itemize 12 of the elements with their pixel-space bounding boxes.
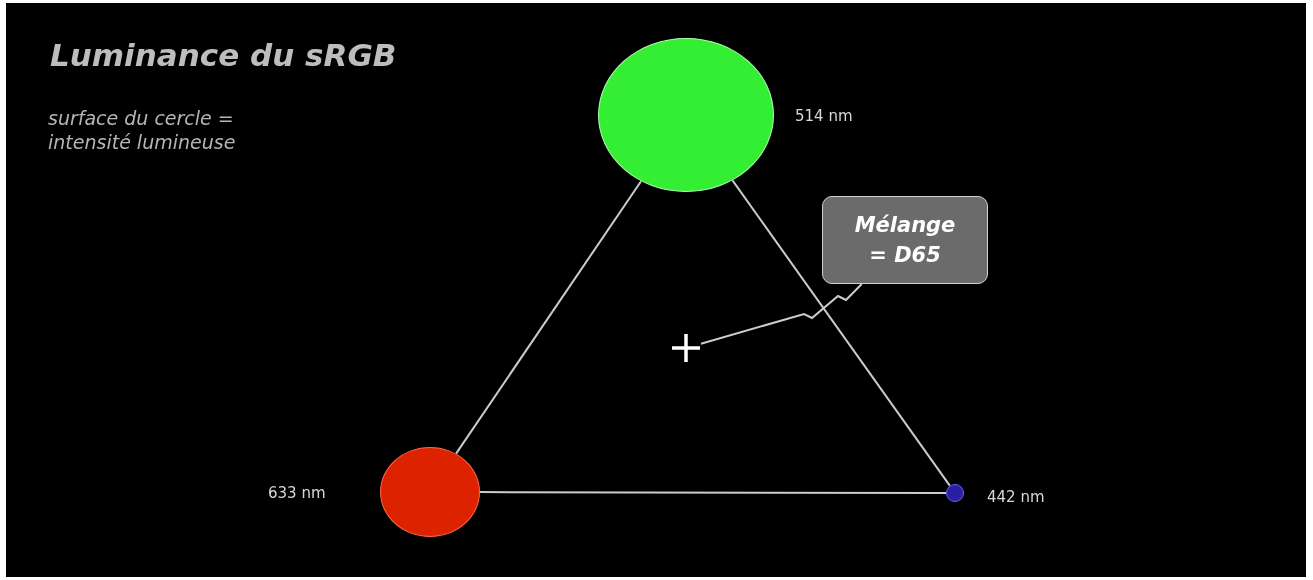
wavelength-label: 442 nm: [987, 488, 1045, 506]
note-text: surface du cercle = intensité lumineuse: [48, 106, 237, 154]
triangle-side: [479, 491, 947, 494]
diagram-title: Luminance du sRGB: [50, 37, 397, 73]
speech-bubble: [822, 196, 988, 284]
triangle-side: [731, 179, 951, 487]
wavelength-label: 633 nm: [268, 484, 326, 502]
plus-marker: [671, 333, 701, 363]
light-source-circle: [946, 484, 964, 502]
triangle-side: [455, 180, 643, 455]
wavelength-label: 514 nm: [795, 107, 853, 125]
callout-text: Mélange = D65: [853, 212, 957, 269]
